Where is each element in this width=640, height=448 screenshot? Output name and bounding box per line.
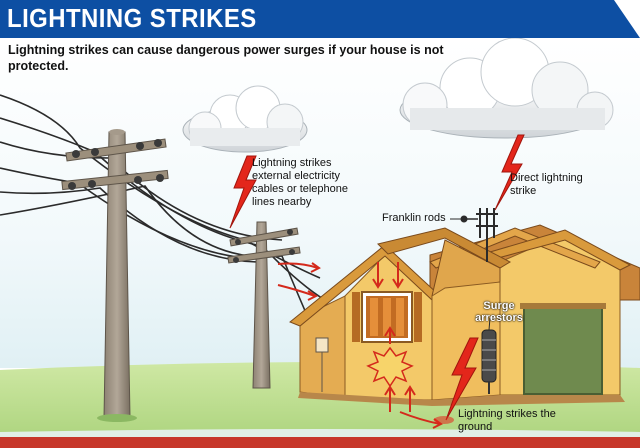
utility-pole-icon	[61, 129, 169, 422]
label-ground-strike: Lightning strikes the ground	[458, 408, 556, 433]
surge-arrows-on-lines	[277, 262, 321, 301]
ground-edge	[0, 436, 640, 448]
pointer-surge	[488, 317, 491, 331]
header-corner-fold	[614, 0, 640, 38]
surge-arrows-ground	[384, 385, 443, 429]
spark-burst-icon	[366, 346, 414, 388]
cloud-icon	[399, 37, 614, 139]
strike-spot	[434, 416, 454, 424]
header-bar: LIGHTNING STRIKES	[0, 0, 640, 38]
page-title: LIGHTNING STRIKES	[7, 3, 257, 33]
label-franklin-rods: Franklin rods	[382, 212, 446, 224]
franklin-rod-icon	[460, 208, 498, 262]
house-icon	[289, 227, 625, 406]
surge-arrows-in-house	[372, 262, 404, 344]
utility-pole-icon	[227, 221, 301, 389]
lightning-bolt-icon	[445, 337, 479, 421]
label-direct-strike: Direct lightning strike	[510, 172, 583, 197]
label-cables-strike: Lightning strikes external electricity c…	[252, 157, 349, 208]
lightning-bolt-icon	[229, 155, 257, 229]
lightning-bolt-icon	[494, 134, 525, 211]
label-surge-arrestors: Surge arrestors	[475, 300, 523, 324]
intro-text: Lightning strikes can cause dangerous po…	[8, 43, 444, 73]
cloud-icon	[182, 85, 308, 153]
